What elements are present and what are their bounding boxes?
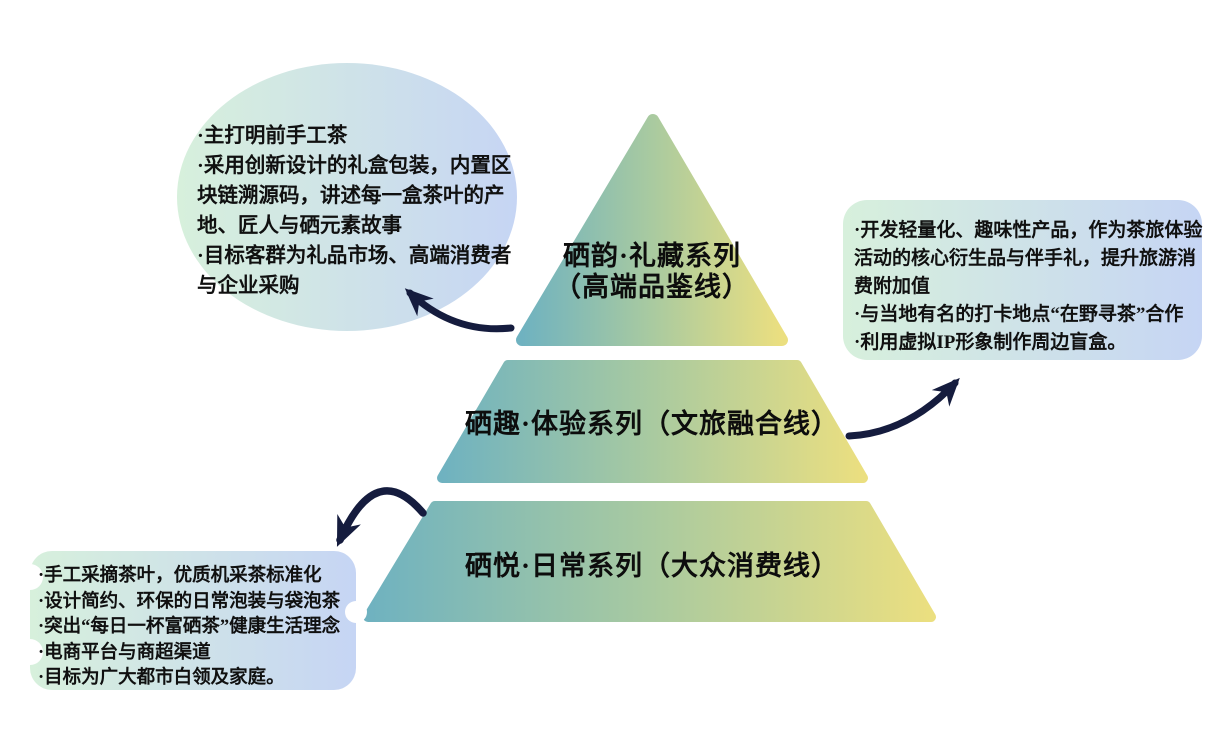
arrow-to-experience-callout — [845, 377, 960, 440]
bullet-item: ·主打明前手工茶 — [197, 125, 348, 147]
tier-top-label: 硒韵·礼藏系列 （高端品鉴线） — [472, 241, 832, 303]
experience-callout-text: ·开发轻量化、趣味性产品，作为茶旅体验活动的核心衍生品与伴手礼，提升旅游消费附加… — [854, 217, 1206, 357]
experience-callout-bubble — [843, 200, 1202, 360]
bullet-item: ·突出“每日一杯富硒茶”健康生活理念 — [38, 617, 341, 638]
bullet-item: ·手工采摘茶叶，优质机采茶标准化 — [38, 566, 322, 586]
arrow-to-daily-callout — [336, 487, 427, 547]
bullet-item: ·电商平台与商超渠道 — [38, 642, 211, 663]
daily-callout-bubble — [17, 551, 367, 690]
premium-callout-bubble — [177, 63, 517, 331]
daily-callout-text: ·手工采摘茶叶，优质机采茶标准化 ·设计简约、环保的日常泡装与袋泡茶 ·突出“每… — [38, 564, 358, 692]
tier-bottom-label: 硒悦·日常系列（大众消费线） — [464, 551, 839, 581]
arrow-to-premium-callout — [404, 288, 515, 333]
scallop-notch — [17, 564, 43, 590]
bullet-item: ·与当地有名的打卡地点“在野寻茶”合作 — [854, 304, 1184, 325]
premium-callout-text: ·主打明前手工茶 ·采用创新设计的礼盒包装，内置区块链溯源码，讲述每一盒茶叶的产… — [197, 121, 527, 301]
bullet-item: ·目标为广大都市白领及家庭。 — [38, 668, 285, 689]
daily-callout-bubble-body — [30, 551, 356, 690]
bullet-item: ·目标客群为礼品市场、高端消费者与企业采购 — [197, 245, 512, 297]
pyramid-tier-top-shape — [516, 114, 788, 346]
bullet-item: ·设计简约、环保的日常泡装与袋泡茶 — [38, 591, 341, 612]
bullet-item: ·利用虚拟IP形象制作周边盲盒。 — [854, 332, 1127, 353]
scallop-notch — [345, 601, 367, 623]
tier-top-label-line1: 硒韵·礼藏系列 — [562, 241, 741, 271]
bullet-item: ·开发轻量化、趣味性产品，作为茶旅体验活动的核心衍生品与伴手礼，提升旅游消费附加… — [854, 220, 1203, 297]
tier-middle-label: 硒趣·体验系列（文旅融合线） — [464, 409, 839, 439]
bullet-item: ·采用创新设计的礼盒包装，内置区块链溯源码，讲述每一盒茶叶的产地、匠人与硒元素故… — [197, 155, 512, 237]
tier-top-label-line2: （高端品鉴线） — [554, 272, 750, 302]
pyramid-tier-middle-shape — [437, 360, 868, 483]
scallop-notch — [17, 639, 43, 665]
pyramid-tier-bottom-shape — [363, 501, 936, 622]
